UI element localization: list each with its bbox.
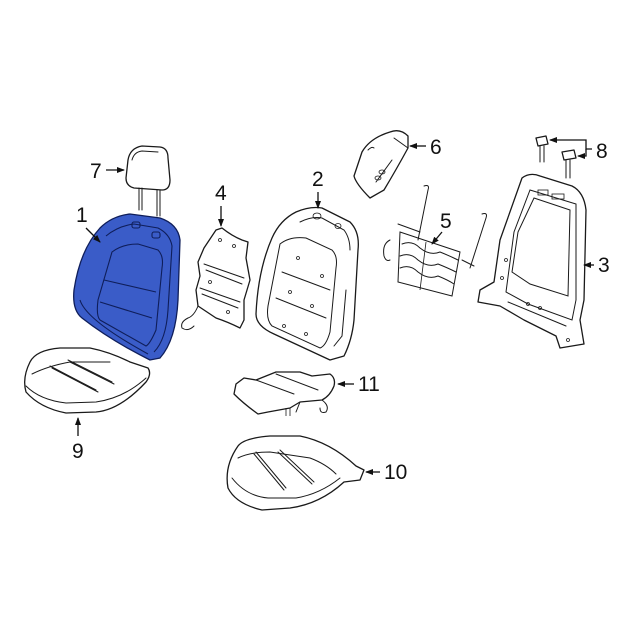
- svg-text:7: 7: [90, 160, 102, 183]
- headrest-guides-part-8[interactable]: [535, 135, 577, 179]
- svg-text:2: 2: [312, 168, 324, 191]
- headrest-part-7[interactable]: [125, 145, 171, 217]
- callout-9: 9: [72, 417, 84, 463]
- callout-3: 3: [583, 254, 610, 277]
- seat-back-frame-part-3[interactable]: [477, 173, 587, 349]
- svg-text:4: 4: [215, 182, 227, 205]
- seat-cushion-heater-part-11[interactable]: [233, 371, 336, 416]
- svg-text:5: 5: [440, 210, 452, 233]
- callout-7: 7: [90, 160, 125, 183]
- seat-back-cover-part-1[interactable]: [73, 213, 181, 361]
- svg-text:11: 11: [358, 373, 380, 396]
- callout-10: 10: [365, 461, 407, 484]
- callout-4: 4: [215, 182, 227, 227]
- callout-1: 1: [76, 204, 101, 243]
- callout-6: 6: [409, 136, 442, 159]
- seat-cushion-cover-part-9[interactable]: [24, 347, 151, 414]
- callout-8: 8: [549, 137, 608, 163]
- svg-text:1: 1: [76, 204, 88, 227]
- side-trim-panel-part-6[interactable]: [353, 130, 409, 199]
- callout-5: 5: [431, 210, 452, 245]
- svg-text:8: 8: [596, 140, 608, 163]
- callout-2: 2: [312, 168, 324, 209]
- lumbar-support-spring-part-5[interactable]: [383, 185, 487, 297]
- seat-back-cushion-pad-part-2[interactable]: [255, 206, 359, 361]
- seat-back-heater-part-4[interactable]: [181, 227, 251, 331]
- seat-cushion-pad-part-10[interactable]: [226, 435, 365, 511]
- callout-11: 11: [337, 373, 380, 396]
- svg-text:6: 6: [430, 136, 442, 159]
- svg-text:9: 9: [72, 440, 84, 463]
- svg-text:3: 3: [598, 254, 610, 277]
- svg-text:10: 10: [384, 461, 407, 484]
